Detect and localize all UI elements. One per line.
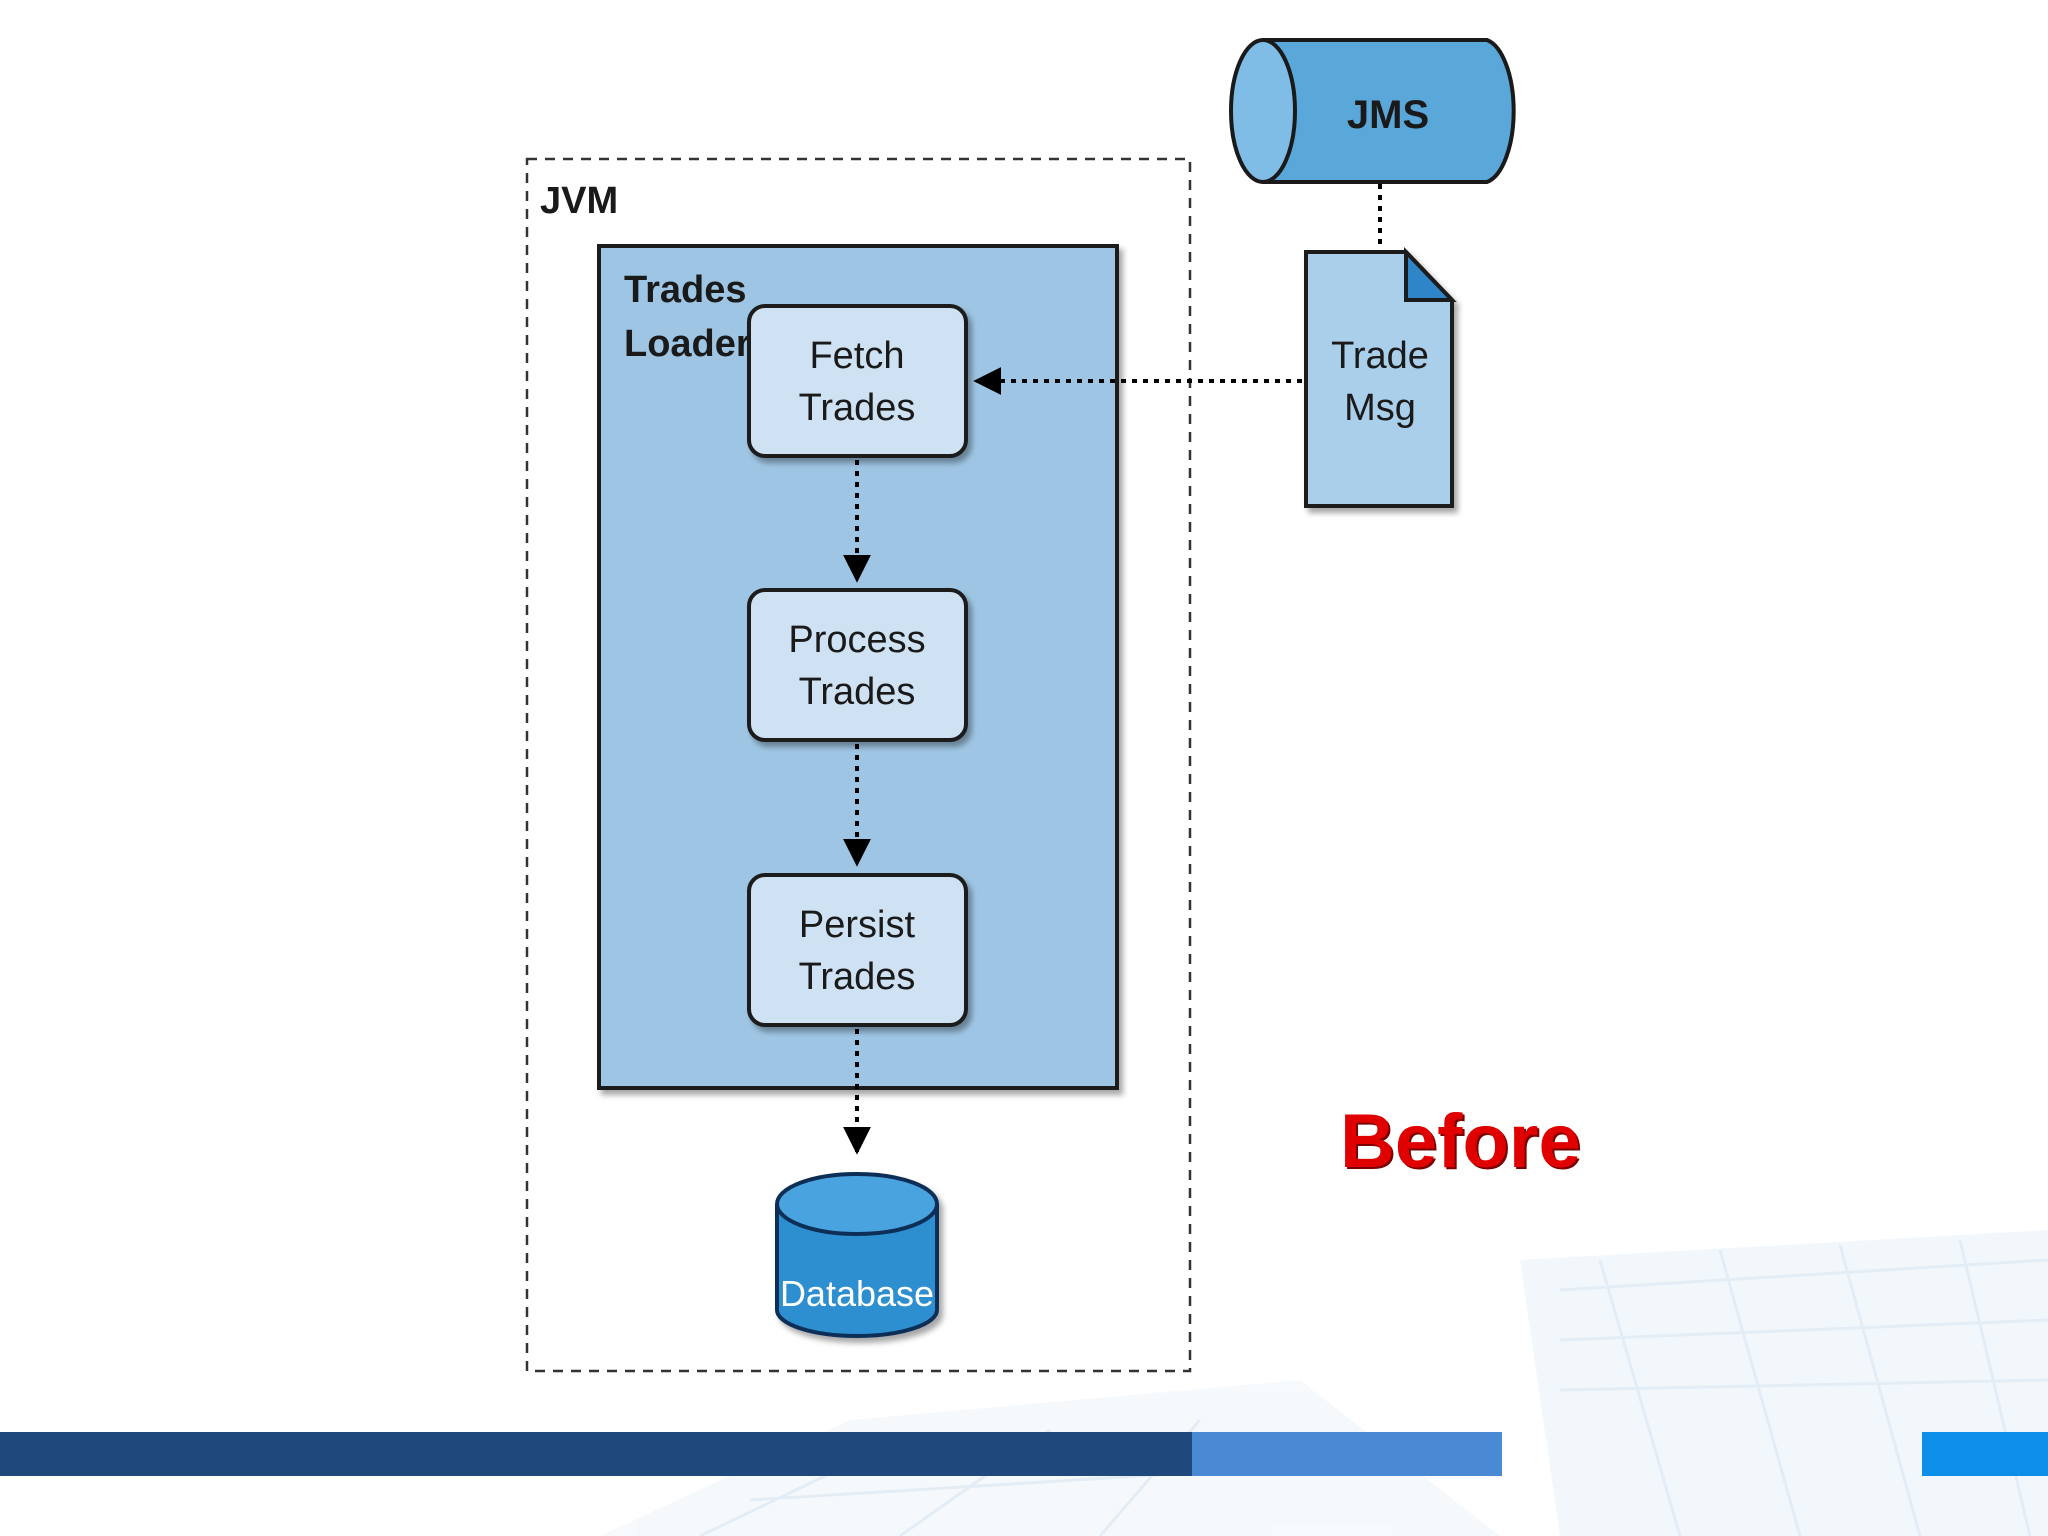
persist-trades-line1: Persist <box>799 904 916 946</box>
process-trades-line1: Process <box>788 619 925 661</box>
fetch-trades-line2: Trades <box>799 387 916 429</box>
trades-loader-label-line1: Trades <box>624 269 747 311</box>
process-trades-line2: Trades <box>799 671 916 713</box>
persist-trades-line2: Trades <box>799 956 916 998</box>
footer-bar-bright <box>1922 1432 2048 1476</box>
database-label: Database <box>780 1273 934 1314</box>
fetch-trades-step <box>747 304 968 458</box>
database-cylinder <box>775 1172 939 1338</box>
jms-label: JMS <box>1347 93 1429 137</box>
footer-bar-dark <box>0 1432 1192 1476</box>
trade-msg-line1: Trade <box>1331 335 1429 377</box>
jms-queue <box>1229 38 1516 184</box>
trade-msg-line2: Msg <box>1344 387 1416 429</box>
process-trades-step <box>747 588 968 742</box>
fetch-trades-line1: Fetch <box>809 335 904 377</box>
footer-bar-mid <box>1192 1432 1502 1476</box>
persist-trades-step <box>747 873 968 1027</box>
before-label: Before <box>1340 1099 1581 1184</box>
trade-msg-document <box>1304 247 1457 508</box>
jvm-label: JVM <box>540 180 618 222</box>
jvm-container <box>525 157 1192 1373</box>
trades-loader-label-line2: Loader <box>624 323 751 365</box>
